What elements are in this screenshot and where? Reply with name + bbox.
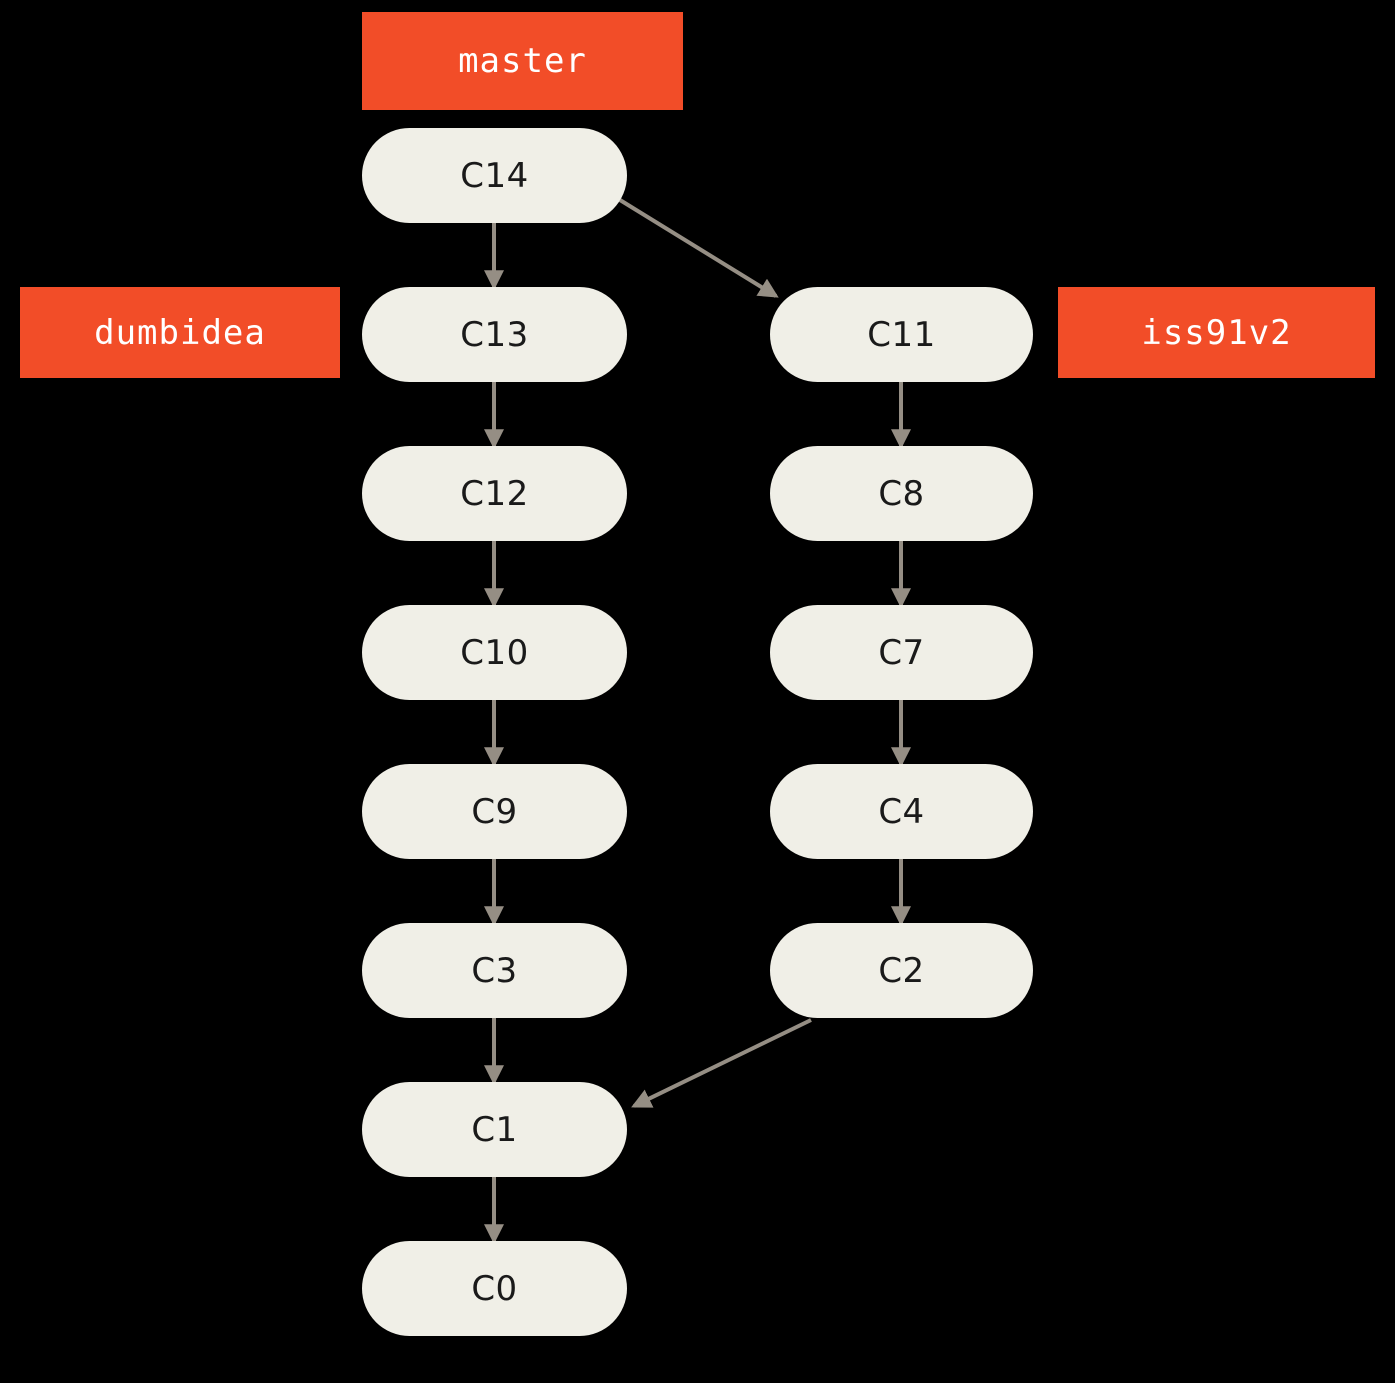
branch-label-text: master [458, 41, 587, 81]
commit-node-c4[interactable]: C4 [770, 764, 1033, 859]
commit-node-label: C1 [471, 1109, 518, 1150]
commit-node-c13[interactable]: C13 [362, 287, 627, 382]
branch-label-dumbidea[interactable]: dumbidea [20, 287, 340, 378]
commit-node-label: C0 [471, 1268, 518, 1309]
commit-node-label: C12 [460, 473, 529, 514]
commit-node-c12[interactable]: C12 [362, 446, 627, 541]
branch-label-text: iss91v2 [1141, 312, 1292, 353]
commit-node-c10[interactable]: C10 [362, 605, 627, 700]
commit-node-label: C4 [878, 791, 925, 832]
commit-node-label: C10 [460, 632, 529, 673]
commit-node-c1[interactable]: C1 [362, 1082, 627, 1177]
commit-node-c14[interactable]: C14 [362, 128, 627, 223]
commit-node-c0[interactable]: C0 [362, 1241, 627, 1336]
branch-label-master[interactable]: master [362, 12, 683, 110]
commit-node-c3[interactable]: C3 [362, 923, 627, 1018]
edge-c14-to-c11 [618, 198, 779, 298]
commit-node-c8[interactable]: C8 [770, 446, 1033, 541]
commit-node-label: C11 [867, 314, 936, 355]
branch-label-iss91v2[interactable]: iss91v2 [1058, 287, 1375, 378]
commit-node-label: C13 [460, 314, 529, 355]
commit-node-label: C7 [878, 632, 925, 673]
commit-node-label: C8 [878, 473, 925, 514]
edge-c2-to-c1 [631, 1018, 812, 1108]
commit-node-label: C3 [471, 950, 518, 991]
commit-node-label: C2 [878, 950, 925, 991]
commit-node-c7[interactable]: C7 [770, 605, 1033, 700]
branch-label-text: dumbidea [94, 312, 266, 353]
commit-node-c9[interactable]: C9 [362, 764, 627, 859]
commit-node-c11[interactable]: C11 [770, 287, 1033, 382]
commit-node-label: C9 [471, 791, 518, 832]
commit-node-label: C14 [460, 155, 529, 196]
commit-node-c2[interactable]: C2 [770, 923, 1033, 1018]
